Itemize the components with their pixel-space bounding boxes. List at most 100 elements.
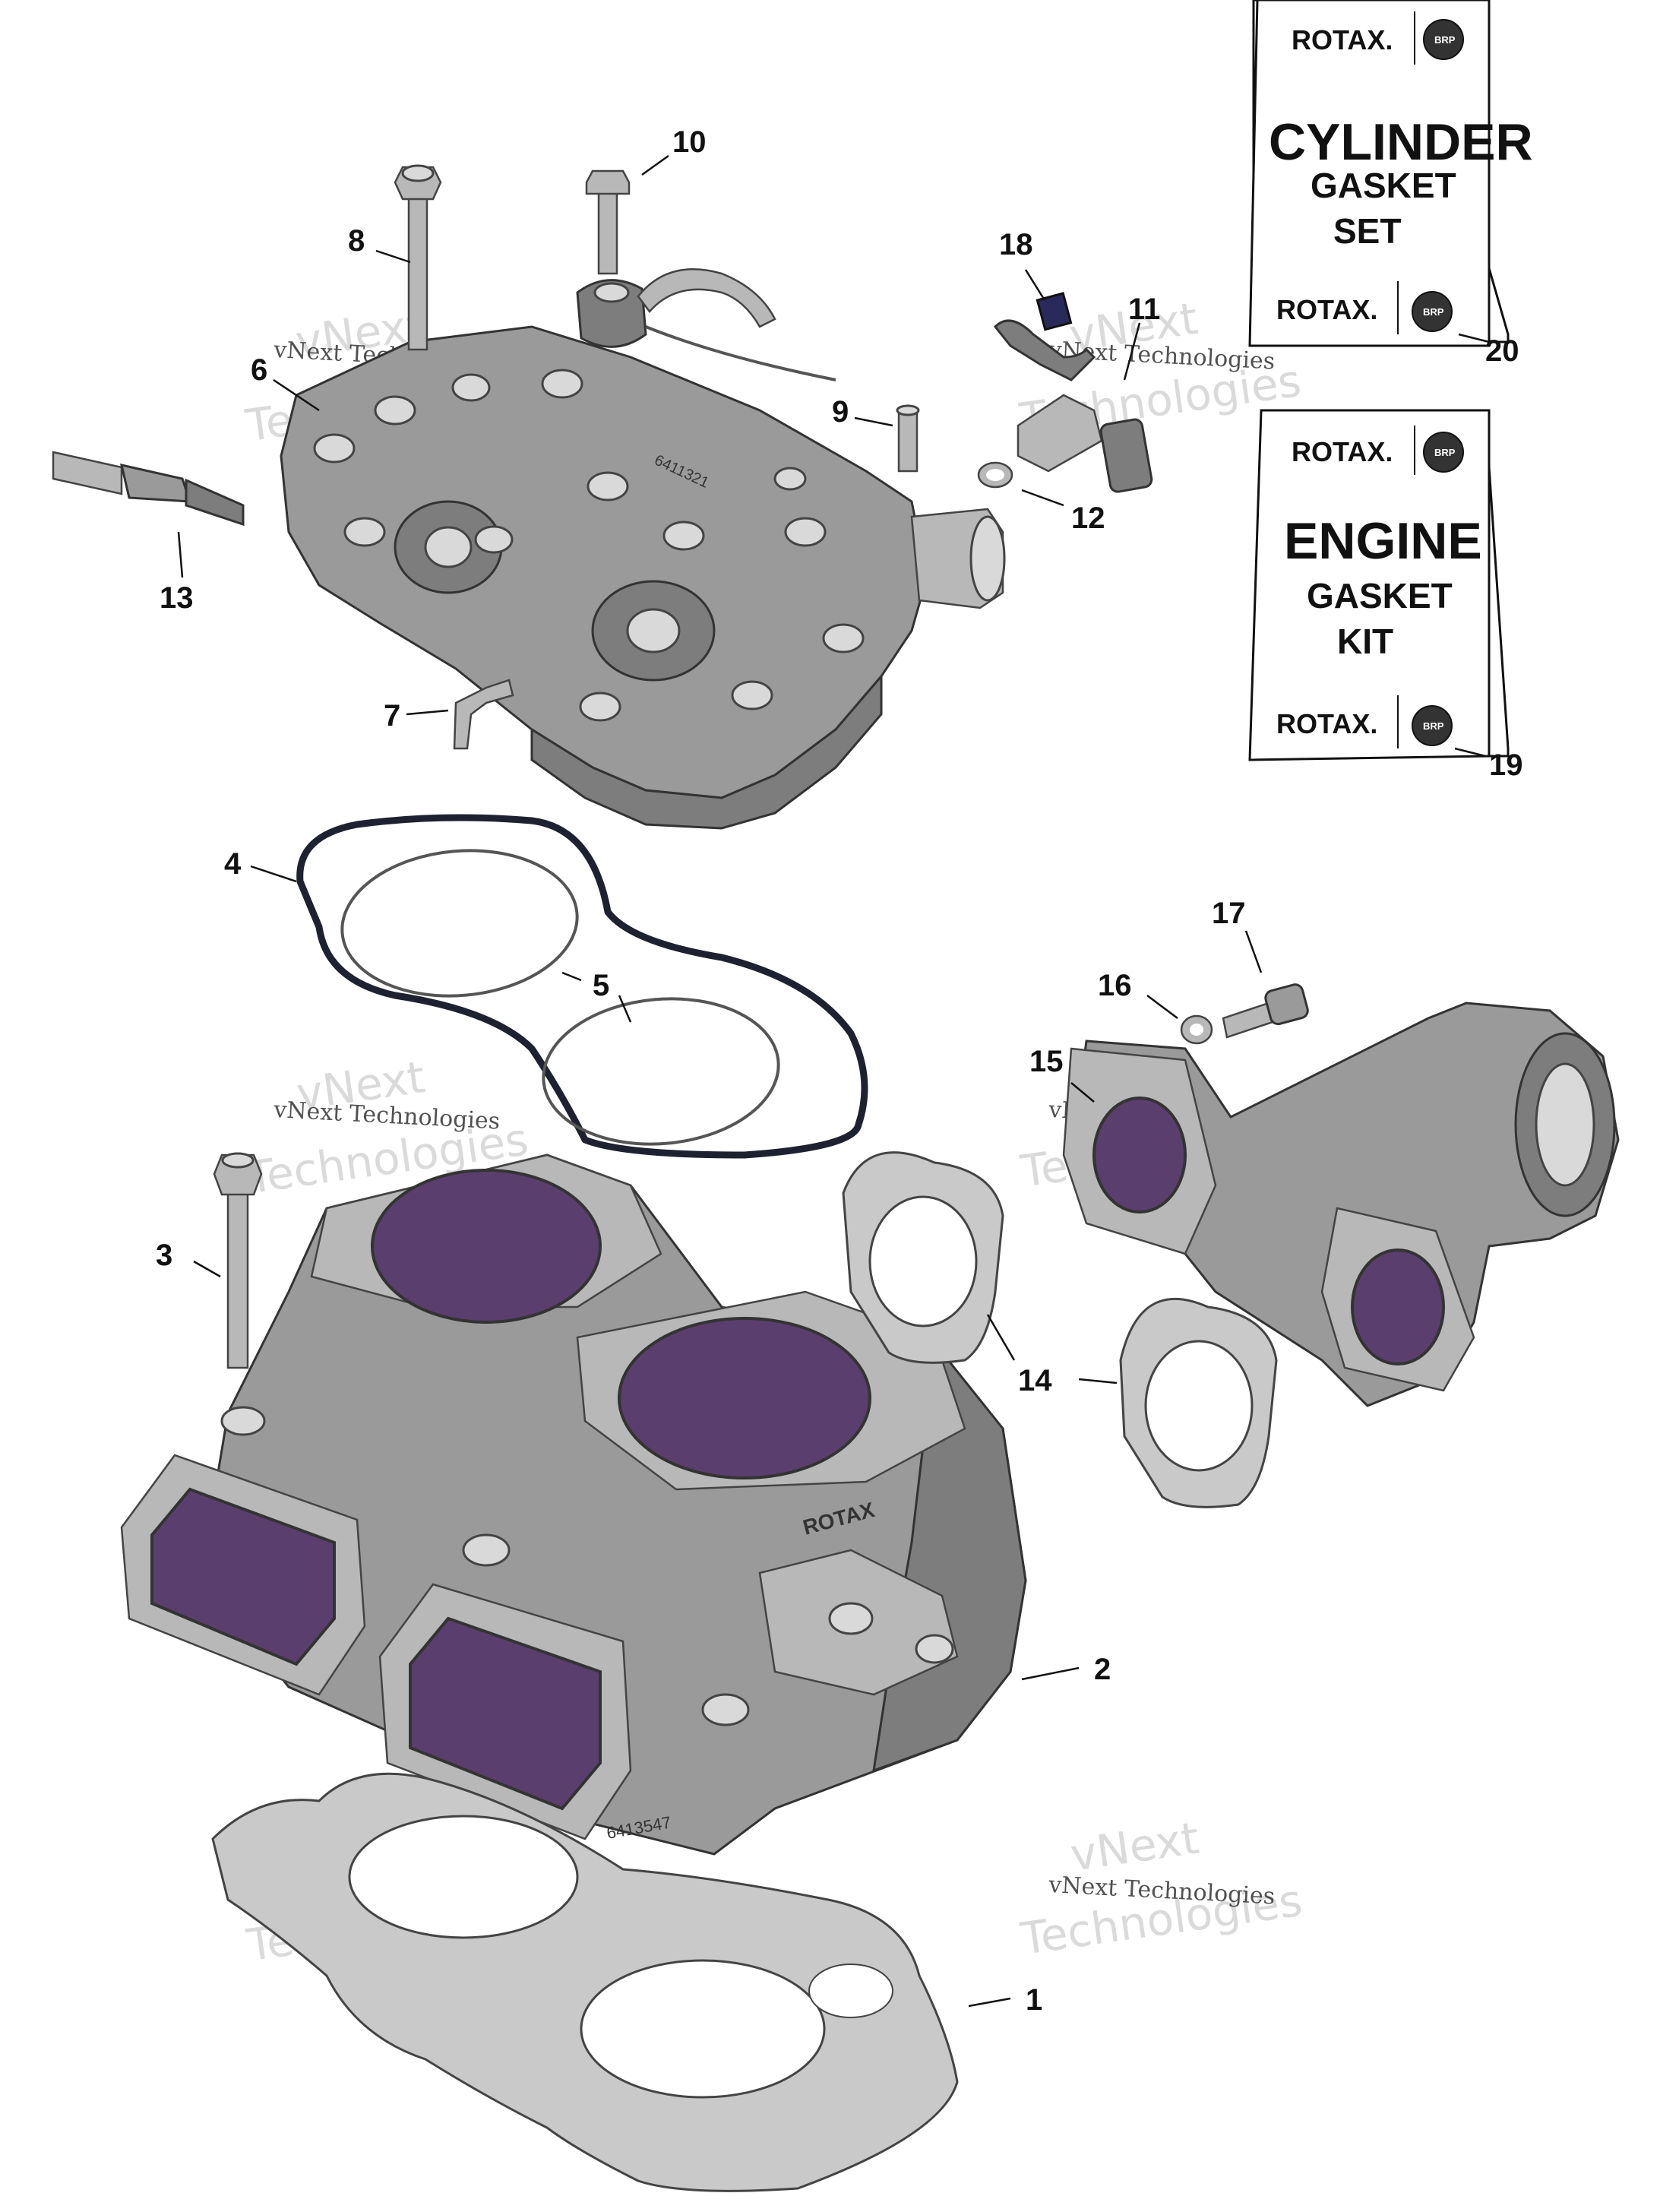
head-bolt-hole — [313, 433, 356, 464]
callout-6: 6 — [251, 353, 267, 387]
callout-13: 13 — [160, 581, 194, 615]
callout-9: 9 — [832, 395, 849, 429]
washer-16[interactable] — [1180, 1014, 1213, 1045]
kit-title-line2: GASKET — [1307, 576, 1453, 615]
callout-3: 3 — [156, 1239, 172, 1272]
kit-brand-bottom: ROTAX. — [1276, 708, 1377, 739]
base-gasket-bore-left — [348, 1815, 579, 1939]
cylinder-stud-hole — [462, 1533, 511, 1567]
base-gasket-1[interactable] — [211, 1772, 959, 2192]
kit-brand-top: ROTAX. — [1292, 24, 1393, 55]
kit-title-line3: SET — [1333, 211, 1401, 251]
exhaust-gasket-upper-opening — [868, 1195, 978, 1328]
o-ring-12[interactable] — [977, 461, 1013, 489]
cylinder-block-2[interactable]: ROTAX 6413547 — [120, 1153, 1027, 1856]
spark-plug-13[interactable] — [52, 451, 245, 527]
intake-port-right-opening — [409, 1616, 602, 1811]
kit-title-line1: ENGINE — [1284, 512, 1482, 570]
temperature-sensor-11[interactable] — [993, 319, 1153, 493]
screw-head — [1264, 983, 1309, 1026]
fitting-top — [896, 404, 920, 416]
cylinder-stud-hole — [701, 1693, 750, 1726]
head-bolt-hole — [784, 517, 827, 547]
cylinder-o-rings-5[interactable] — [336, 841, 784, 1153]
base-gasket-bore-right — [580, 1959, 826, 2099]
kit-cylinder-gasket-set[interactable]: ROTAX. BRP CYLINDER GASKET SET ROTAX. BR… — [1248, 0, 1533, 347]
callout-2: 2 — [1094, 1653, 1111, 1686]
head-bolt-hole — [587, 471, 629, 502]
bolt-head-top — [221, 1152, 255, 1169]
leader-line-9 — [854, 416, 893, 427]
sensor-bracket — [637, 268, 776, 328]
leader-line-16 — [1146, 995, 1178, 1019]
brp-badge-text: BRP — [1434, 34, 1456, 46]
retaining-clip — [1036, 292, 1073, 331]
leader-line-5a — [561, 971, 582, 982]
leader-line-14a — [986, 1314, 1016, 1361]
head-bolt-hole — [451, 373, 491, 402]
exhaust-gaskets-14[interactable] — [842, 1151, 1278, 1508]
retaining-clip-18[interactable] — [1036, 292, 1073, 331]
kit-engine-gasket-kit[interactable]: ROTAX. BRP ENGINE GASKET KIT ROTAX. BRP — [1248, 409, 1510, 761]
kit-title-line2: GASKET — [1311, 166, 1456, 205]
bolt-head-top — [401, 164, 435, 182]
mount-bolt-hole — [828, 1602, 874, 1635]
head-seal-4[interactable] — [296, 814, 868, 1159]
callout-4: 4 — [224, 847, 242, 881]
exhaust-manifold-15[interactable] — [1062, 1002, 1620, 1407]
leader-line-2 — [1021, 1666, 1080, 1681]
kit-title-line3: KIT — [1337, 622, 1393, 661]
cylinder-bolt-3[interactable] — [213, 1152, 263, 1369]
callout-15: 15 — [1029, 1045, 1064, 1078]
spark-plug-insulator — [52, 451, 123, 495]
leader-line-10 — [641, 154, 669, 176]
callout-20: 20 — [1485, 334, 1519, 368]
callout-14: 14 — [1018, 1364, 1052, 1397]
elbow-fitting-7[interactable] — [453, 679, 514, 750]
watermark-small-mid-left: vNext Technologies — [273, 1097, 501, 1135]
sensor-body — [576, 279, 647, 348]
spark-plug-hex — [119, 464, 192, 503]
cylinder-head[interactable]: 6411321 — [280, 325, 1006, 830]
leader-line-3 — [193, 1260, 221, 1278]
screw-17[interactable] — [1222, 983, 1310, 1039]
elbow-fitting — [453, 679, 514, 750]
callout-18: 18 — [999, 228, 1033, 261]
leader-line-5b — [618, 995, 632, 1023]
leader-line-8 — [375, 249, 411, 264]
leader-line-17 — [1244, 930, 1263, 973]
leader-line-19 — [1454, 747, 1486, 758]
callout-7: 7 — [384, 699, 400, 733]
mount-bolt-hole — [915, 1634, 954, 1664]
o-ring-inner — [986, 469, 1004, 481]
callout-1: 1 — [1026, 1983, 1042, 2017]
head-bolt-hole — [822, 623, 865, 653]
brp-badge-icon — [1423, 19, 1464, 60]
spark-plug-port-right — [626, 608, 681, 653]
manifold-body — [1070, 1002, 1620, 1407]
brp-badge-icon — [1412, 291, 1453, 332]
washer-inner — [1190, 1024, 1203, 1036]
leader-line-12 — [1021, 489, 1064, 507]
fitting-9[interactable] — [896, 404, 920, 473]
exhaust-gasket-lower-opening — [1144, 1340, 1254, 1472]
fitting-body — [897, 409, 919, 473]
head-bolt-8[interactable] — [394, 164, 442, 351]
callout-19: 19 — [1489, 748, 1523, 782]
head-bolt-hole — [662, 521, 705, 551]
head-bolt-hole — [541, 369, 583, 399]
kit-brand-top: ROTAX. — [1292, 436, 1393, 467]
sensor-stud — [597, 188, 618, 275]
callout-8: 8 — [348, 224, 365, 258]
brp-badge-text: BRP — [1423, 720, 1444, 732]
cylinder-bore-right — [618, 1317, 871, 1479]
head-bolt-hole — [731, 680, 773, 710]
callout-11: 11 — [1128, 293, 1160, 326]
knock-sensor-10[interactable] — [576, 169, 836, 381]
watermark-big-line1: vNext — [1067, 1812, 1202, 1881]
leader-line-7 — [406, 709, 449, 716]
sensor-bore — [593, 282, 630, 303]
cylinder-stud-hole — [220, 1406, 266, 1436]
brp-badge-text: BRP — [1423, 306, 1444, 318]
leader-line-6 — [273, 378, 320, 412]
